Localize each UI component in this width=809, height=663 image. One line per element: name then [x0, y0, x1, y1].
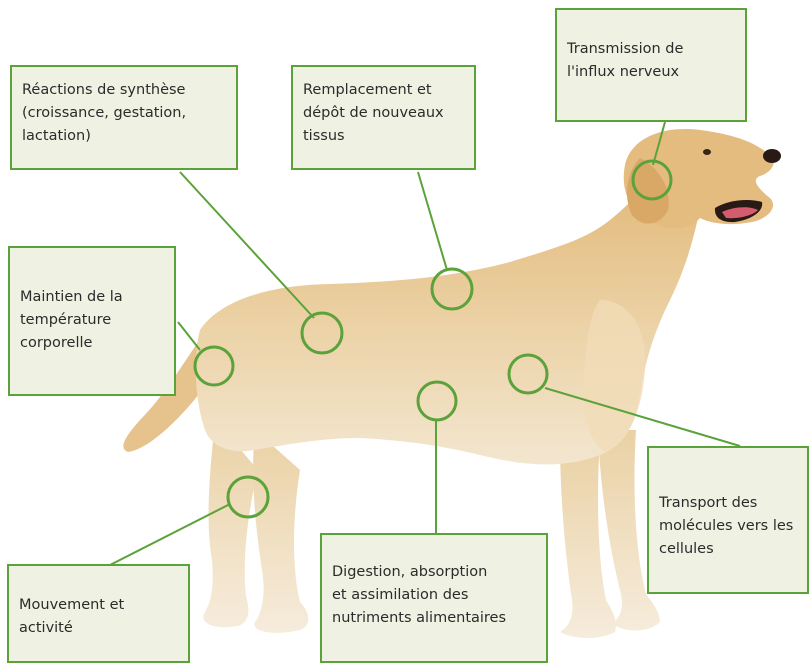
label-movement-line-2: activité	[19, 617, 178, 640]
label-transport-line-3: cellules	[659, 538, 797, 561]
dog-hind-leg-front	[253, 430, 308, 633]
label-temperature: Maintien de la température corporelle	[8, 246, 176, 396]
label-temperature-line-1: Maintien de la	[20, 286, 164, 309]
label-synthesis-line-3: lactation)	[22, 125, 226, 148]
label-transport-line-1: Transport des	[659, 492, 797, 515]
label-temperature-line-3: corporelle	[20, 332, 164, 355]
label-digestion-line-3: nutriments alimentaires	[332, 607, 536, 630]
dog-eye	[703, 149, 711, 155]
label-tissue-line-1: Remplacement et	[303, 79, 464, 102]
label-tissue: Remplacement et dépôt de nouveaux tissus	[291, 65, 476, 170]
dog-chest	[583, 300, 645, 452]
label-digestion-line-1: Digestion, absorption	[332, 561, 536, 584]
label-synthesis-line-1: Réactions de synthèse	[22, 79, 226, 102]
label-digestion-line-2: et assimilation des	[332, 584, 536, 607]
label-nerve-line-1: Transmission de	[567, 38, 735, 61]
dog-nose	[763, 149, 781, 163]
label-tissue-line-2: dépôt de nouveaux	[303, 102, 464, 125]
label-nerve: Transmission de l'influx nerveux	[555, 8, 747, 122]
label-movement: Mouvement et activité	[7, 564, 190, 663]
connector-synthesis	[180, 172, 314, 318]
label-transport: Transport des molécules vers les cellule…	[647, 446, 809, 594]
label-movement-line-1: Mouvement et	[19, 594, 178, 617]
label-synthesis: Réactions de synthèse (croissance, gesta…	[10, 65, 238, 170]
label-digestion: Digestion, absorption et assimilation de…	[320, 533, 548, 663]
label-transport-line-2: molécules vers les	[659, 515, 797, 538]
connector-temperature	[178, 322, 200, 350]
label-temperature-line-2: température	[20, 309, 164, 332]
connector-tissue	[418, 172, 447, 270]
label-tissue-line-3: tissus	[303, 125, 464, 148]
dog-hind-leg-back	[203, 420, 258, 627]
label-synthesis-line-2: (croissance, gestation,	[22, 102, 226, 125]
label-nerve-line-2: l'influx nerveux	[567, 61, 735, 84]
